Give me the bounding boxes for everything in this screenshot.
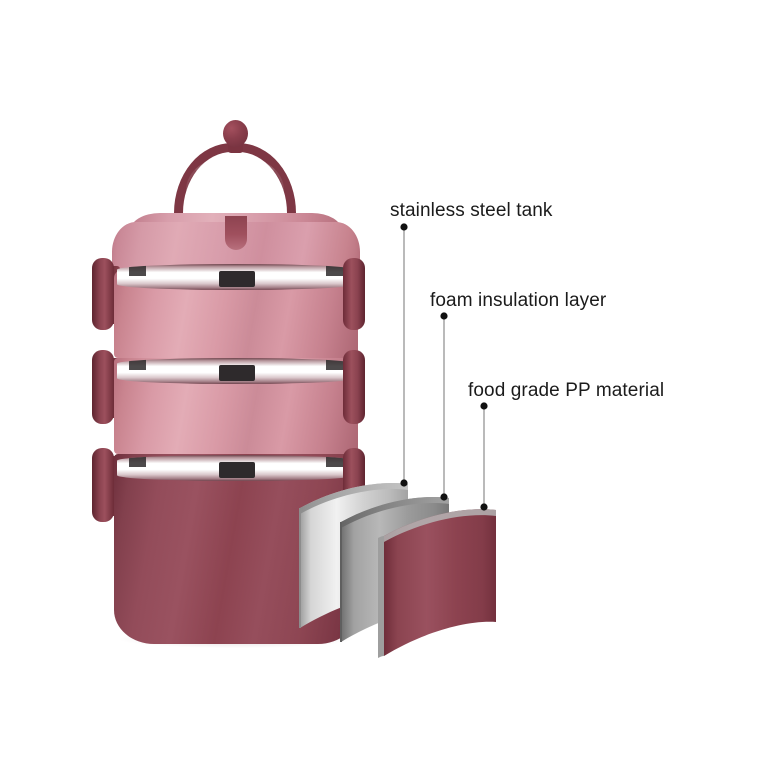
stainless-rim-band xyxy=(117,358,355,384)
side-locking-clip xyxy=(343,350,365,424)
panel-pp-plastic xyxy=(374,506,524,666)
callout-label-stainless-steel-tank: stainless steel tank xyxy=(390,200,553,221)
stainless-rim-band xyxy=(117,264,355,290)
callout-label-foam-insulation-layer: foam insulation layer xyxy=(430,290,607,311)
side-locking-clip xyxy=(343,258,365,330)
side-locking-clip xyxy=(92,448,114,522)
handle-knob-icon xyxy=(223,120,248,147)
lid-handle-notch xyxy=(225,216,247,250)
side-locking-clip xyxy=(92,350,114,424)
side-locking-clip xyxy=(92,258,114,330)
callout-label-food-grade-pp-material: food grade PP material xyxy=(468,380,665,401)
stainless-rim-band xyxy=(117,455,355,481)
